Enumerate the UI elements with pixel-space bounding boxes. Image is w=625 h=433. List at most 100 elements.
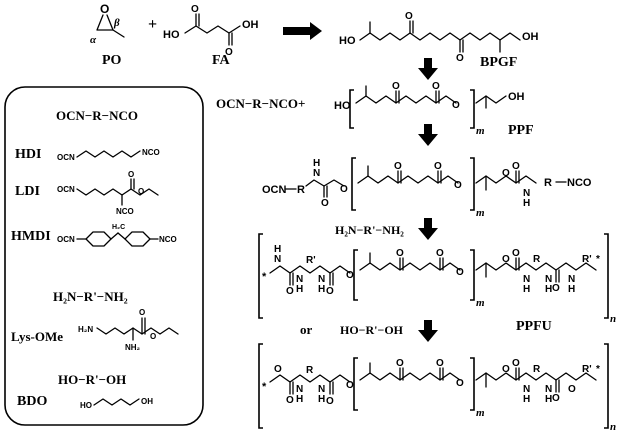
ppfu-urethane-structure: * O O N H R N H O O O O O m O O N H R N [258, 343, 616, 433]
svg-text:m: m [476, 407, 485, 419]
svg-text:O: O [552, 393, 560, 404]
reagents-legend-box [4, 86, 204, 426]
alpha-label: α [90, 34, 97, 46]
svg-text:O: O [346, 270, 354, 281]
svg-text:H: H [545, 284, 552, 295]
svg-text:O: O [454, 180, 462, 191]
svg-text:O: O [326, 286, 334, 297]
svg-text:O: O [436, 358, 444, 369]
svg-text:N: N [523, 188, 530, 199]
bpgf-backbone [359, 32, 521, 41]
svg-text:H₂C: H₂C [112, 224, 125, 231]
ppf-bracket-right [470, 89, 475, 129]
svg-text:R: R [533, 364, 541, 375]
svg-text:R': R' [582, 364, 592, 375]
fa-backbone [184, 25, 241, 34]
svg-text:O: O [326, 396, 334, 407]
hdi-structure: OCN NCO [57, 148, 160, 162]
svg-text:*: * [596, 254, 600, 265]
diol-reagent: HO−R'−OH [340, 323, 404, 337]
svg-text:O: O [396, 358, 404, 369]
svg-text:*: * [262, 381, 267, 393]
svg-text:O: O [452, 100, 460, 111]
svg-text:H: H [313, 158, 320, 169]
svg-text:O: O [502, 254, 510, 265]
reaction-arrow-down-4 [418, 320, 438, 342]
hmdi-label: HMDI [11, 229, 51, 244]
svg-text:N: N [545, 384, 552, 395]
svg-text:O: O [139, 308, 145, 317]
svg-text:H: H [545, 394, 552, 405]
svg-text:H: H [296, 394, 303, 405]
or-text: or [300, 322, 313, 337]
bpgf-structure: HO O O OH [339, 11, 539, 64]
svg-text:H: H [523, 198, 530, 209]
lys-ome-label: Lys-OMe [11, 329, 63, 344]
svg-text:O: O [405, 11, 413, 22]
ldi-label: LDI [15, 184, 40, 199]
svg-text:H₂N: H₂N [78, 325, 93, 334]
bdo-label: BDO [17, 394, 47, 409]
fa-label: FA [212, 53, 231, 68]
reaction-arrow-down-3 [418, 218, 438, 240]
reaction-arrow-down-1 [418, 58, 438, 80]
svg-text:OCN: OCN [262, 184, 287, 196]
methyl-bond [112, 29, 125, 38]
svg-text:R: R [544, 177, 552, 189]
svg-text:O: O [396, 248, 404, 259]
ppfu-urea-structure: * N H O N H R' N H O O O O O m O O N H [258, 233, 616, 325]
nco-prepolymer-structure: OCN R N H O O O O O m O O N H R NCO [262, 157, 592, 219]
svg-text:N: N [545, 274, 552, 285]
svg-text:O: O [512, 161, 520, 172]
fa-o-right: O [225, 47, 233, 58]
propylene-oxide-structure: O α β [90, 2, 125, 46]
svg-text:N: N [313, 168, 320, 179]
svg-text:NCO: NCO [567, 177, 592, 189]
svg-text:N: N [274, 254, 281, 265]
ppfu-label: PPFU [516, 319, 552, 334]
svg-text:n: n [610, 421, 616, 433]
svg-text:O: O [128, 170, 134, 179]
ppf-structure: HO O O O m OH [334, 81, 525, 137]
svg-text:O: O [568, 384, 576, 395]
svg-text:N: N [568, 274, 575, 285]
diamine-reagent: H₂N−R'−NH₂ [335, 223, 404, 237]
svg-text:O: O [286, 286, 294, 297]
bpgf-ho-text: HO [339, 35, 356, 47]
svg-text:N: N [318, 274, 325, 285]
svg-text:H: H [568, 284, 575, 295]
svg-text:O: O [552, 283, 560, 294]
svg-text:OCN: OCN [57, 153, 75, 162]
svg-text:O: O [340, 184, 348, 195]
svg-text:m: m [476, 207, 485, 219]
svg-text:O: O [346, 380, 354, 391]
svg-text:R: R [306, 365, 314, 376]
svg-text:R: R [297, 184, 305, 196]
epoxide-oxygen: O [100, 2, 109, 16]
svg-text:NCO: NCO [159, 235, 177, 244]
ocn-r-nco-reagent: OCN−R−NCO+ [216, 96, 305, 111]
svg-text:N: N [296, 384, 303, 395]
svg-text:N: N [296, 274, 303, 285]
svg-text:H: H [274, 244, 281, 255]
hdi-label: HDI [15, 147, 41, 162]
hmdi-structure: OCN H₂C NCO [57, 224, 177, 247]
svg-text:H: H [296, 284, 303, 295]
svg-text:O: O [138, 187, 144, 196]
svg-text:H: H [523, 394, 530, 405]
svg-text:O: O [502, 168, 510, 179]
svg-text:O: O [394, 161, 402, 172]
svg-text:OCN: OCN [57, 185, 75, 194]
svg-text:O: O [512, 248, 520, 259]
svg-text:O: O [392, 81, 400, 92]
svg-text:*: * [262, 271, 267, 283]
svg-text:N: N [318, 384, 325, 395]
ldi-structure: OCN NCO O O [57, 170, 159, 216]
bdo-structure: HO OH [80, 397, 153, 410]
lys-ome-structure: H₂N NH₂ O O [78, 308, 179, 352]
svg-text:N: N [523, 384, 530, 395]
plus-sign: + [148, 16, 157, 33]
ppf-label: PPF [508, 123, 534, 138]
fa-ho-text: HO [163, 29, 180, 41]
